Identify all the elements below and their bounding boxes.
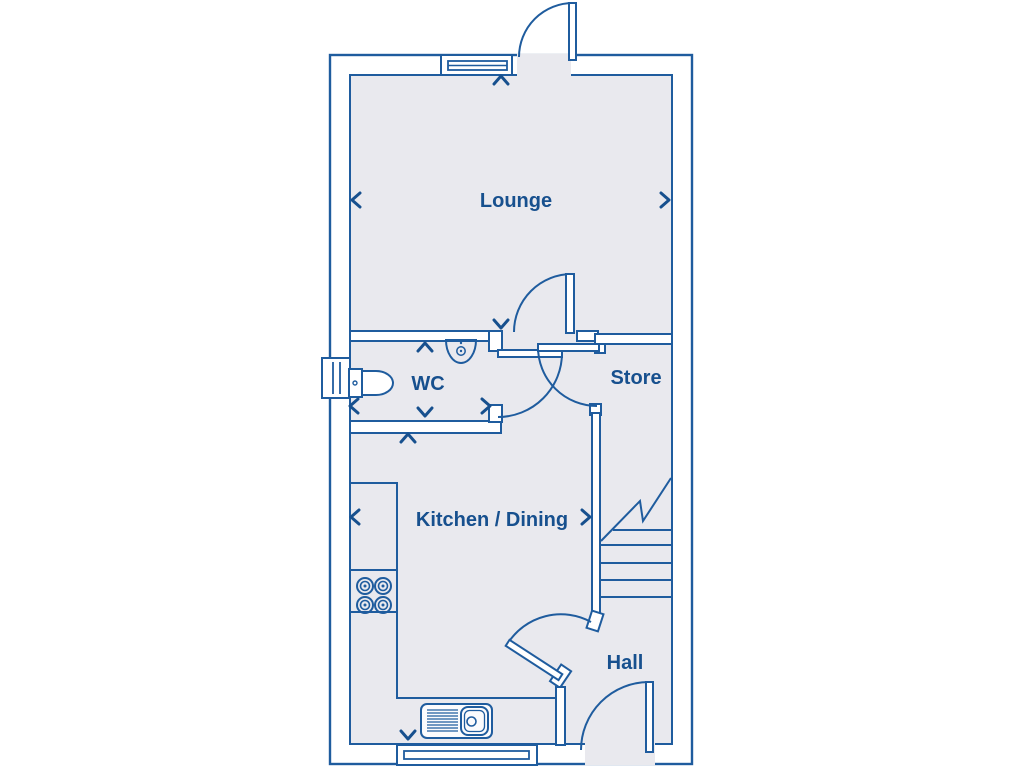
doors (497, 2, 654, 753)
store-door (537, 343, 600, 407)
left-wc-window (321, 357, 351, 399)
kitchen-dining-label: Kitchen / Dining (416, 509, 568, 531)
dim-arrow-right-icon (659, 191, 671, 209)
top-window (440, 54, 513, 76)
dim-arrow-left-icon (350, 191, 362, 209)
outer-walls (328, 53, 694, 766)
lounge-hall-door (513, 273, 575, 334)
hall-label: Hall (607, 652, 644, 674)
dim-arrow-up-icon (492, 74, 510, 86)
stairs-icon (600, 477, 672, 598)
kitchen-counter (350, 482, 557, 699)
store-label: Store (610, 367, 661, 389)
hob-icon (356, 577, 392, 614)
entrance-top-door (518, 2, 577, 61)
front-door (580, 681, 654, 753)
toilet-icon (348, 368, 394, 398)
dim-arrow-right-icon (480, 397, 492, 415)
dim-arrow-down-icon (492, 318, 510, 330)
dim-arrow-down-icon (399, 729, 417, 741)
bottom-kitchen-window (396, 744, 538, 766)
interior-walls (349, 330, 673, 746)
kitchen-sink-icon (420, 703, 493, 739)
dim-arrow-left-icon (348, 397, 360, 415)
wc-door (497, 349, 563, 418)
dim-arrow-right-icon (580, 508, 592, 526)
lounge-label: Lounge (480, 190, 552, 212)
dim-arrow-down-icon (416, 406, 434, 418)
wc-label: WC (411, 373, 444, 395)
kitchen-hall-door (504, 613, 592, 682)
dimension-arrows (348, 74, 671, 741)
top-door-opening (517, 53, 571, 77)
dim-arrow-up-icon (416, 341, 434, 353)
wash-basin-icon (444, 339, 478, 364)
dim-arrow-up-icon (399, 432, 417, 444)
front-door-opening (585, 742, 655, 766)
dim-arrow-left-icon (349, 508, 361, 526)
